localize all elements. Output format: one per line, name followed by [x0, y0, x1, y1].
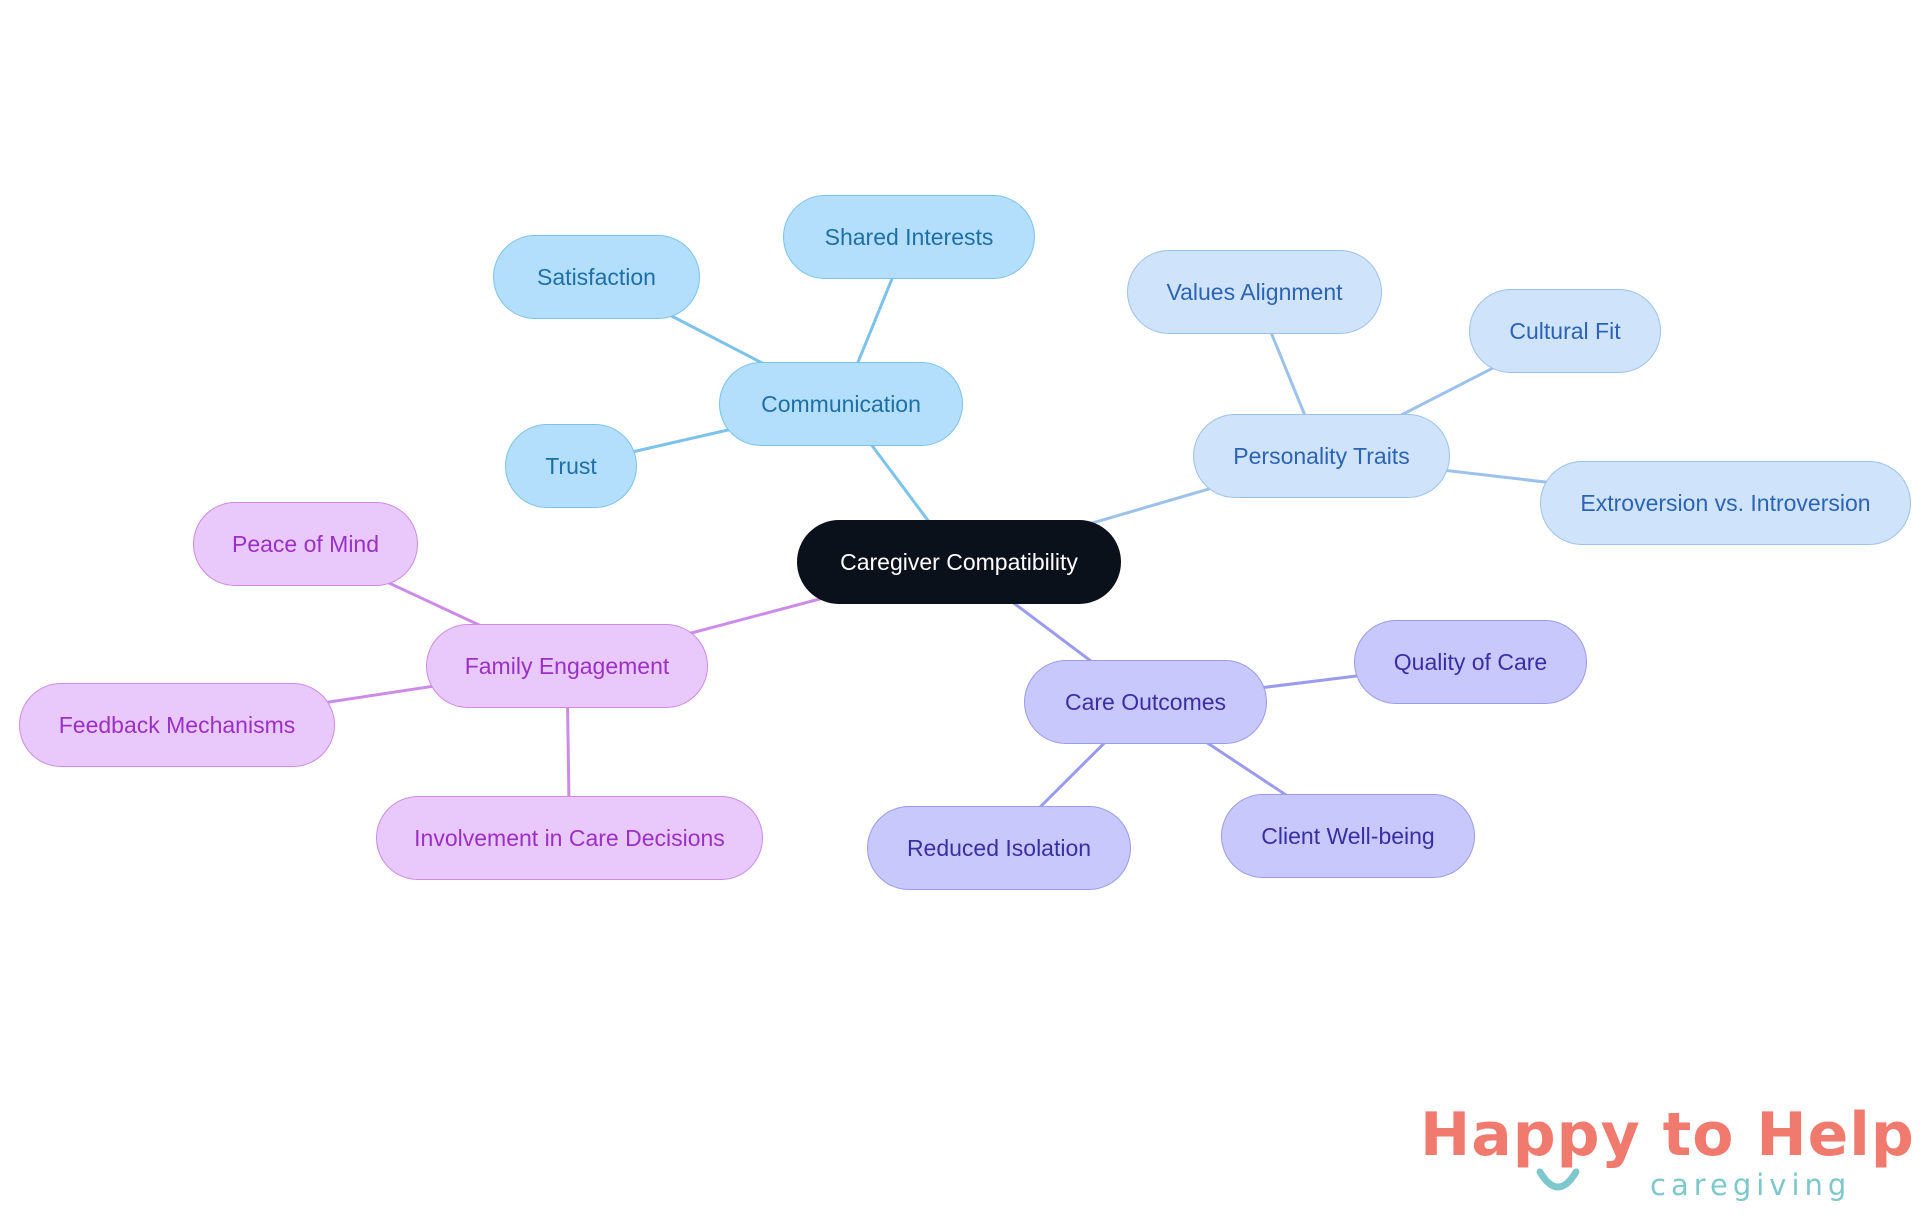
smile-icon: [1536, 1168, 1580, 1191]
node-trust[interactable]: Trust: [505, 424, 637, 508]
node-reduced-isolation[interactable]: Reduced Isolation: [867, 806, 1131, 890]
logo-title: Happy to Help: [1420, 1100, 1915, 1170]
node-communication[interactable]: Communication: [719, 362, 963, 446]
node-feedback-mechanisms[interactable]: Feedback Mechanisms: [19, 683, 335, 767]
node-extroversion-vs-introversion[interactable]: Extroversion vs. Introversion: [1540, 461, 1911, 545]
node-family-engagement[interactable]: Family Engagement: [426, 624, 708, 708]
node-personality-traits[interactable]: Personality Traits: [1193, 414, 1450, 498]
node-peace-of-mind[interactable]: Peace of Mind: [193, 502, 418, 586]
node-quality-of-care[interactable]: Quality of Care: [1354, 620, 1587, 704]
happy-to-help-logo: Happy to Help caregiving: [1420, 1100, 1914, 1210]
node-care-outcomes[interactable]: Care Outcomes: [1024, 660, 1267, 744]
node-satisfaction[interactable]: Satisfaction: [493, 235, 700, 319]
node-shared-interests[interactable]: Shared Interests: [783, 195, 1035, 279]
node-caregiver-compatibility[interactable]: Caregiver Compatibility: [797, 520, 1121, 604]
logo-subtitle: caregiving: [1650, 1168, 1852, 1202]
node-involvement-in-care-decisions[interactable]: Involvement in Care Decisions: [376, 796, 763, 880]
node-cultural-fit[interactable]: Cultural Fit: [1469, 289, 1661, 373]
node-values-alignment[interactable]: Values Alignment: [1127, 250, 1382, 334]
node-client-well-being[interactable]: Client Well-being: [1221, 794, 1475, 878]
